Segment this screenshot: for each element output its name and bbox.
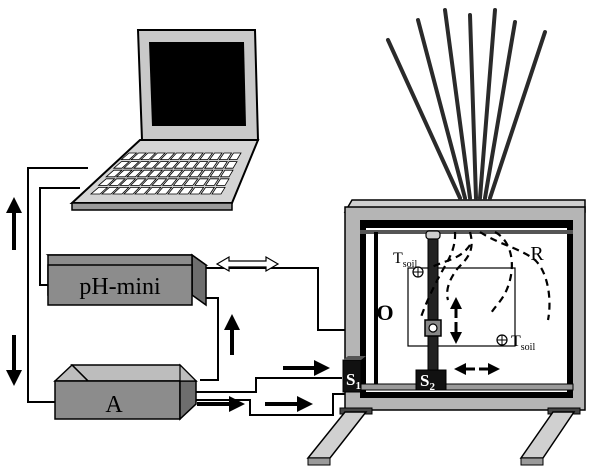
rhizotron-leg-left: [306, 407, 373, 466]
keyboard-key: [183, 178, 199, 186]
keyboard-key: [215, 178, 230, 186]
label-t-soil-top: Tsoil: [393, 250, 417, 270]
keyboard-key: [208, 152, 223, 161]
svg-text:Tsoil: Tsoil: [393, 250, 417, 270]
keyboard-key: [214, 161, 228, 169]
keyboard-key: [145, 186, 162, 195]
keyboard-key: [194, 178, 209, 186]
keyboard-key: [178, 169, 194, 178]
keyboard-key: [183, 161, 199, 169]
roots: [418, 231, 551, 321]
keyboard-key: [134, 186, 152, 195]
keyboard-key: [178, 186, 194, 195]
flow-arrows: [6, 197, 330, 412]
keyboard-key: [199, 169, 214, 178]
keyboard-key: [189, 186, 205, 195]
keyboard-key: [179, 152, 195, 161]
vertical-carriage: [427, 235, 439, 385]
keyboard-key: [188, 169, 204, 178]
rhizotron: O R Tsoil Tsoil: [306, 199, 586, 466]
keyboard-key: [111, 186, 130, 195]
keyboard-key: [218, 152, 233, 161]
svg-text:Tsoil: Tsoil: [511, 333, 535, 353]
keyboard-key: [143, 161, 160, 169]
keyboard-key: [156, 186, 173, 195]
device-a-label: A: [105, 392, 123, 418]
label-o: O: [376, 300, 393, 325]
keyboard-key: [189, 152, 204, 161]
keyboard-key: [112, 161, 131, 169]
laptop-base-front: [71, 202, 233, 211]
keyboard-key: [89, 186, 109, 195]
double-arrow-hollow: [215, 255, 280, 273]
keyboard-key: [167, 186, 184, 195]
keyboard-key: [100, 186, 120, 195]
keyboard-key: [209, 169, 224, 178]
keyboard-key: [224, 161, 238, 169]
s2-sub: 2: [429, 381, 435, 393]
keyboard-key: [151, 178, 168, 186]
keyboard-key: [219, 169, 234, 178]
t-soil-bottom-t: T: [511, 333, 521, 350]
keyboard-key: [146, 169, 164, 178]
sensor-s2: S2: [415, 369, 447, 393]
keyboard-key: [204, 178, 220, 186]
ph-mini-label: pH-mini: [79, 274, 161, 300]
keyboard-key: [129, 178, 147, 186]
keyboard-key: [140, 178, 158, 186]
s1-sub: 1: [355, 380, 361, 392]
label-t-soil-bottom: Tsoil: [511, 333, 535, 353]
keyboard-key: [97, 178, 116, 186]
keyboard-key: [228, 152, 242, 161]
keyboard-key: [163, 161, 180, 169]
keyboard-key: [193, 161, 209, 169]
ph-mini-device: pH-mini: [45, 253, 209, 307]
keyboard-key: [123, 186, 141, 195]
keyboard-key: [211, 186, 226, 195]
keyboard-key: [118, 178, 137, 186]
plant-leaves: [386, 8, 547, 200]
device-a: A: [53, 363, 198, 421]
laptop-keyboard: [89, 152, 242, 195]
keyboard-key: [130, 152, 148, 161]
keyboard-key: [161, 178, 178, 186]
inner-arrows: [450, 297, 500, 375]
keyboard-key: [172, 178, 189, 186]
keyboard-key: [132, 161, 150, 169]
s1-s: S: [346, 370, 355, 389]
keyboard-key: [122, 161, 141, 169]
keyboard-key: [105, 169, 123, 178]
laptop-screen: [149, 42, 246, 126]
keyboard-key: [153, 161, 170, 169]
t-soil-top-t: T: [393, 250, 403, 267]
keyboard-key: [198, 152, 214, 161]
label-r: R: [530, 243, 544, 265]
svg-text:S1: S1: [346, 370, 361, 392]
keyboard-key: [120, 152, 138, 161]
keyboard-key: [169, 152, 185, 161]
laptop: [69, 29, 260, 211]
soil-sensor-bottom: [496, 334, 508, 346]
sensor-s1: S1: [342, 356, 366, 393]
keyboard-key: [115, 169, 134, 178]
keyboard-key: [136, 169, 154, 178]
measurement-window: [407, 267, 516, 347]
keyboard-key: [125, 169, 144, 178]
keyboard-key: [159, 152, 176, 161]
keyboard-key: [149, 152, 166, 161]
keyboard-key: [173, 161, 189, 169]
keyboard-key: [139, 152, 157, 161]
keyboard-key: [200, 186, 216, 195]
keyboard-key: [203, 161, 219, 169]
keyboard-key: [167, 169, 184, 178]
svg-text:S2: S2: [420, 371, 435, 393]
keyboard-key: [157, 169, 174, 178]
t-soil-bottom-sub: soil: [521, 342, 536, 353]
s2-s: S: [420, 371, 429, 390]
t-soil-top-sub: soil: [403, 259, 418, 270]
rhizotron-leg-right: [519, 407, 581, 466]
soil-sensor-top: [412, 266, 424, 278]
keyboard-key: [108, 178, 127, 186]
